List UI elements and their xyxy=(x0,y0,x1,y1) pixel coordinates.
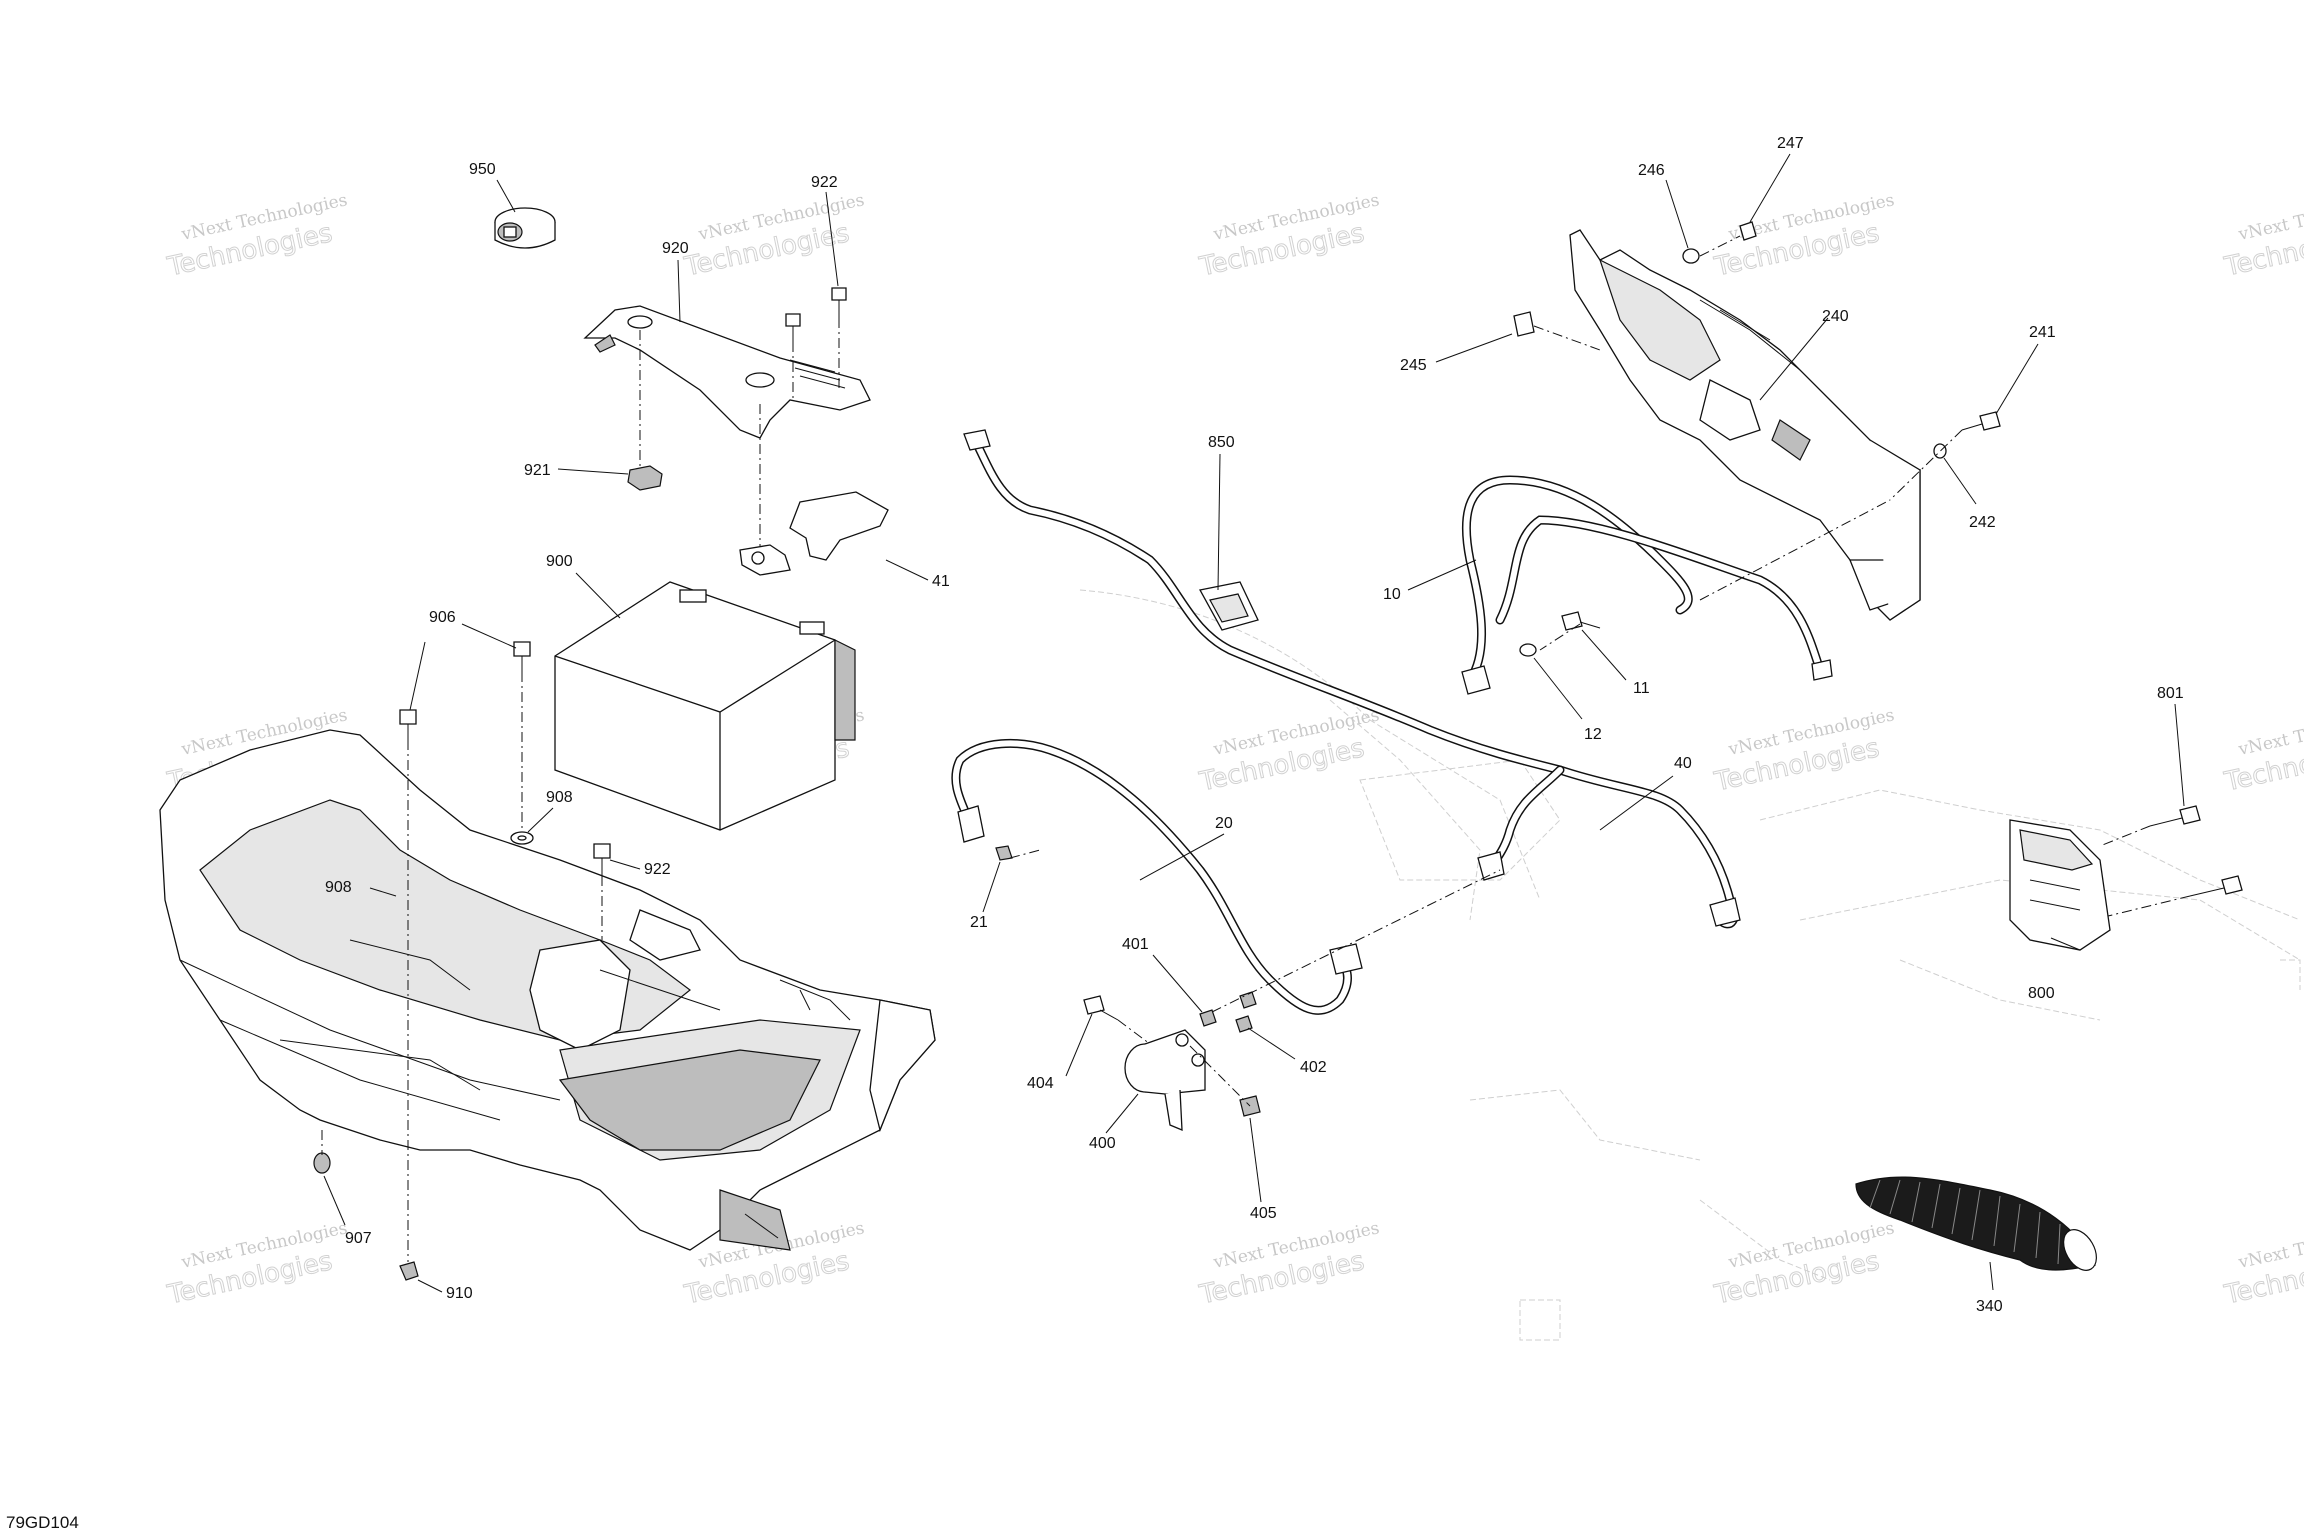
bolt-922-top-icon xyxy=(831,287,847,318)
watermark: vNext Technologies Technologies xyxy=(164,190,349,283)
label-242: 242 xyxy=(1969,514,1996,531)
label-900: 900 xyxy=(546,553,573,570)
label-922-top: 922 xyxy=(811,174,838,191)
label-340: 340 xyxy=(1976,1298,2003,1315)
washer-12-icon xyxy=(1519,643,1537,657)
background-frame-ghost xyxy=(1079,589,2301,1341)
label-908-lower: 908 xyxy=(325,879,352,896)
washer-242-icon xyxy=(1933,443,1947,459)
bracket-920-icon xyxy=(583,305,871,439)
watermark: vNext Technologies Technologies xyxy=(1196,190,1381,283)
leader-lines xyxy=(323,153,2185,1293)
watermark: vNext Technologies Technologies xyxy=(1196,705,1381,798)
label-40: 40 xyxy=(1674,755,1692,772)
bolt-922-lower-icon xyxy=(593,843,611,876)
label-240: 240 xyxy=(1822,308,1849,325)
label-401: 401 xyxy=(1122,936,1149,953)
bolt-404-icon xyxy=(1083,995,1119,1021)
nut-921-icon xyxy=(627,465,663,491)
watermark: vNext Technologies Technologies xyxy=(1711,705,1896,798)
label-246: 246 xyxy=(1638,162,1665,179)
label-906: 906 xyxy=(429,609,456,626)
watermark: vNext Technologies Technologies xyxy=(1196,1218,1381,1311)
washer-908-icon xyxy=(510,831,534,845)
watermark: vNext Technologies Technologies xyxy=(2221,1218,2304,1311)
bolt-906-right-icon xyxy=(513,641,531,672)
battery-tray-icon xyxy=(159,729,936,1251)
screw-247-icon xyxy=(1739,221,1757,241)
part-labels: 950 922 920 921 41 900 906 908 908 922 9… xyxy=(325,135,2184,1315)
label-11: 11 xyxy=(1633,680,1650,697)
label-405: 405 xyxy=(1250,1205,1277,1222)
fuse-box-240-icon xyxy=(1569,229,1921,621)
cable-10-icon xyxy=(1461,475,1833,695)
nut-21-icon xyxy=(995,845,1013,861)
bolt-906-left-icon xyxy=(399,709,417,740)
nut-401-icon xyxy=(1199,1009,1217,1027)
label-247: 247 xyxy=(1777,135,1804,152)
label-801: 801 xyxy=(2157,685,2184,702)
label-404: 404 xyxy=(1027,1075,1054,1092)
bolt-241-icon xyxy=(1961,411,2001,431)
watermark: vNext Technologies Technologies xyxy=(1711,1218,1896,1311)
watermark: vNext Technologies Technologies xyxy=(681,190,866,283)
watermark: vNext Technologies Technologies xyxy=(2221,190,2304,283)
grommet-907-icon xyxy=(313,1152,331,1174)
label-12: 12 xyxy=(1584,726,1602,743)
label-950: 950 xyxy=(469,161,496,178)
label-908-upper: 908 xyxy=(546,789,573,806)
watermark: vNext Technologies Technologies xyxy=(2221,705,2304,798)
label-920: 920 xyxy=(662,240,689,257)
washer-246-icon xyxy=(1682,248,1700,264)
socket-950-icon xyxy=(494,207,556,249)
label-907: 907 xyxy=(345,1230,372,1247)
harness-850-icon xyxy=(963,429,1741,929)
label-800: 800 xyxy=(2028,985,2055,1002)
assembly-lines xyxy=(321,235,2191,1262)
label-241: 241 xyxy=(2029,324,2056,341)
label-922-lower: 922 xyxy=(644,861,671,878)
label-402: 402 xyxy=(1300,1059,1327,1076)
duct-340-icon xyxy=(1855,1176,2097,1271)
bolt-920-icon xyxy=(785,313,801,342)
label-21: 21 xyxy=(970,914,988,931)
label-41: 41 xyxy=(932,573,950,590)
bolt-11-icon xyxy=(1561,611,1601,631)
bolt-801-upper-icon xyxy=(2149,805,2201,827)
bolt-801-lower-icon xyxy=(2189,875,2243,897)
terminal-cover-41-icon xyxy=(739,491,889,576)
watermark: vNext Technologies Technologies xyxy=(164,1218,349,1311)
solenoid-400-icon xyxy=(1124,1029,1206,1131)
battery-cable-20-icon xyxy=(951,738,1363,1015)
battery-900-icon xyxy=(554,581,856,831)
label-850: 850 xyxy=(1208,434,1235,451)
module-800-icon xyxy=(2009,819,2111,951)
label-400: 400 xyxy=(1089,1135,1116,1152)
label-921: 921 xyxy=(524,462,551,479)
clip-245-icon xyxy=(1513,311,1535,337)
label-245: 245 xyxy=(1400,357,1427,374)
figure-code: 79GD104 xyxy=(6,1513,79,1532)
watermark: vNext Technologies Technologies xyxy=(1711,190,1896,283)
clip-910-icon xyxy=(399,1261,419,1281)
label-10: 10 xyxy=(1383,586,1401,603)
label-910: 910 xyxy=(446,1285,473,1302)
label-20: 20 xyxy=(1215,815,1233,832)
